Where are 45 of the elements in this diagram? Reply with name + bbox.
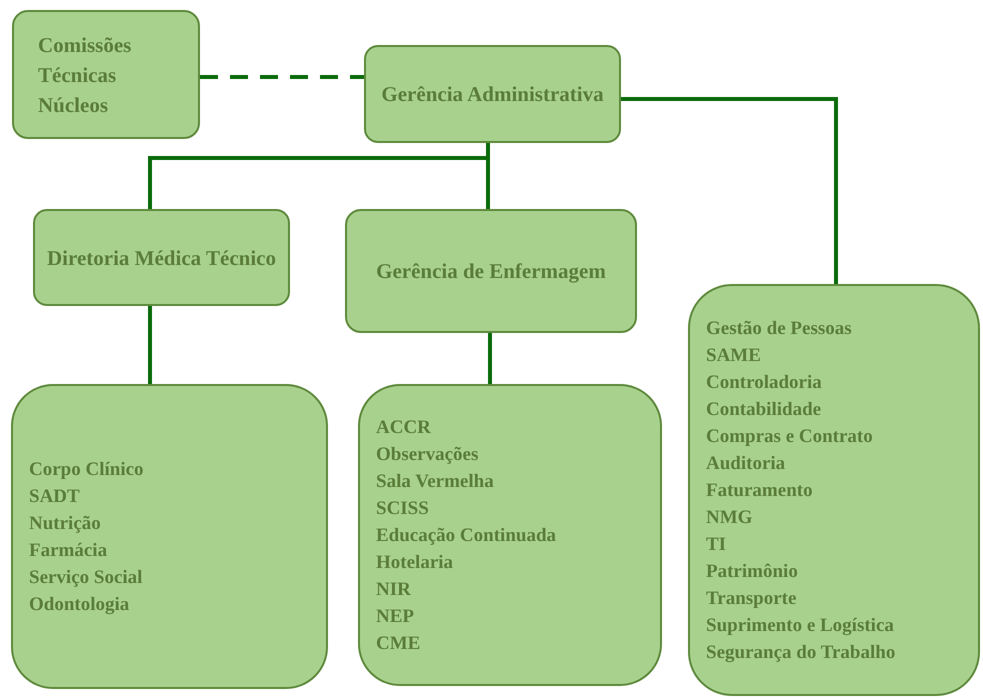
unit-list-box xyxy=(358,384,662,686)
list-item: Técnicas xyxy=(38,62,116,88)
list-item: SCISS xyxy=(376,496,429,520)
unit-list-box xyxy=(11,384,328,689)
connector-line xyxy=(200,75,364,79)
list-item: Suprimento e Logística xyxy=(706,614,894,638)
list-item: NMG xyxy=(706,506,752,530)
list-item: SAME xyxy=(706,344,761,368)
list-item: NEP xyxy=(376,604,414,628)
list-item: Segurança do Trabalho xyxy=(706,640,896,664)
list-item: Nutrição xyxy=(29,512,101,536)
list-item: Serviço Social xyxy=(29,566,142,590)
list-item: Gestão de Pessoas xyxy=(706,316,852,340)
committee-box xyxy=(12,10,200,139)
list-item: NIR xyxy=(376,578,411,602)
list-item: Auditoria xyxy=(706,452,786,476)
list-item: Compras e Contrato xyxy=(706,424,873,448)
list-item: Odontologia xyxy=(29,592,130,616)
department-box xyxy=(345,209,637,333)
list-item: Núcleos xyxy=(38,92,108,118)
list-item: Educação Continuada xyxy=(376,524,556,548)
list-item: Controladoria xyxy=(706,370,822,394)
box-title: Gerência Administrativa xyxy=(381,81,604,108)
list-item: ACCR xyxy=(376,416,431,440)
list-item: Patrimônio xyxy=(706,560,798,584)
list-item: Transporte xyxy=(706,586,796,610)
list-item: Farmácia xyxy=(29,538,108,562)
connector-line xyxy=(621,97,838,284)
list-item: Hotelaria xyxy=(376,550,454,574)
list-item: TI xyxy=(706,532,726,556)
list-item: Contabilidade xyxy=(706,398,822,422)
box-title: Gerência de Enfermagem xyxy=(376,258,606,285)
list-item: Sala Vermelha xyxy=(376,470,494,494)
management-box xyxy=(364,45,621,143)
connector-line xyxy=(148,306,152,384)
list-item: Comissões xyxy=(38,32,132,58)
list-item: Observações xyxy=(376,442,478,466)
department-box xyxy=(33,209,290,306)
list-item: CME xyxy=(376,632,420,656)
box-title: Diretoria Médica Técnico xyxy=(47,244,276,272)
list-item: SADT xyxy=(29,484,80,508)
list-item: Corpo Clínico xyxy=(29,458,144,482)
list-item: Faturamento xyxy=(706,478,813,502)
connector-line xyxy=(488,333,492,384)
unit-list-box xyxy=(688,284,980,696)
